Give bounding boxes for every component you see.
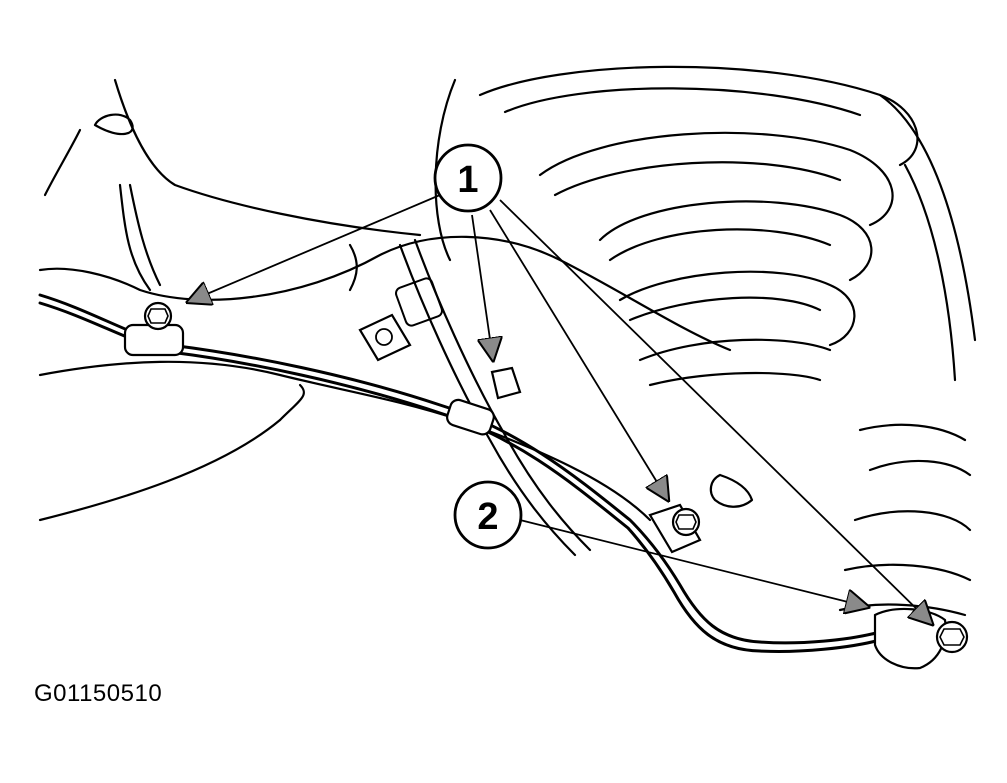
- bracket-lower: [648, 503, 702, 554]
- bracket-middle: [446, 366, 522, 436]
- callout-1: 1: [433, 143, 503, 213]
- callout-2-label: 2: [477, 496, 498, 538]
- control-arm: [38, 235, 754, 522]
- callout-2: 2: [453, 480, 523, 550]
- bracket-right: [873, 607, 969, 670]
- frame-outline: [43, 78, 422, 292]
- leader-lines-callout-1: [188, 194, 932, 624]
- leader-line-callout-2: [519, 519, 868, 607]
- figure-id-label: G01150510: [34, 680, 163, 707]
- bracket-plate-top: [358, 313, 412, 362]
- callout-1-label: 1: [457, 159, 478, 201]
- bracket-top-left: [123, 301, 185, 357]
